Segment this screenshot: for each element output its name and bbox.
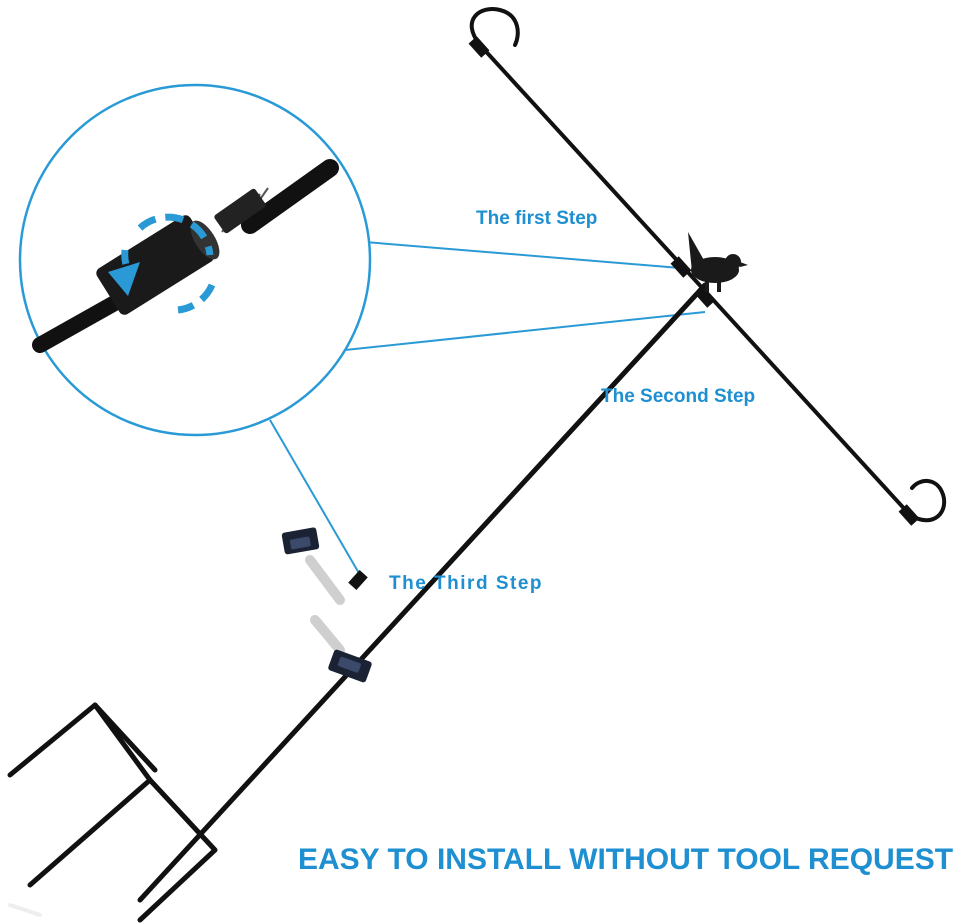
step1-label: The first Step [476, 208, 598, 229]
lower-rod [32, 292, 128, 353]
magnified-detail [18, 83, 372, 437]
connector-step3 [269, 419, 361, 576]
bird-ornament-icon [688, 232, 748, 292]
threaded-rod [241, 159, 339, 234]
rotate-arrow-icon [137, 213, 214, 256]
rotate-arrow-head [108, 262, 140, 296]
hook-icon [908, 479, 947, 523]
threaded-tip [214, 188, 266, 234]
step2-label: The Second Step [601, 386, 756, 407]
main-pole [137, 282, 708, 903]
step3-label: The Third Step [389, 573, 543, 594]
pole-joint [348, 570, 368, 590]
connector-step2 [344, 311, 706, 351]
ground-stakes [7, 702, 218, 923]
hook-icon [469, 7, 520, 47]
connector-step1 [364, 241, 681, 269]
stopper-clip-icon [281, 527, 372, 683]
callout-connectors [269, 241, 706, 576]
headline-text: EASY TO INSTALL WITHOUT TOOL REQUEST [298, 843, 954, 876]
crossbar [468, 7, 947, 526]
